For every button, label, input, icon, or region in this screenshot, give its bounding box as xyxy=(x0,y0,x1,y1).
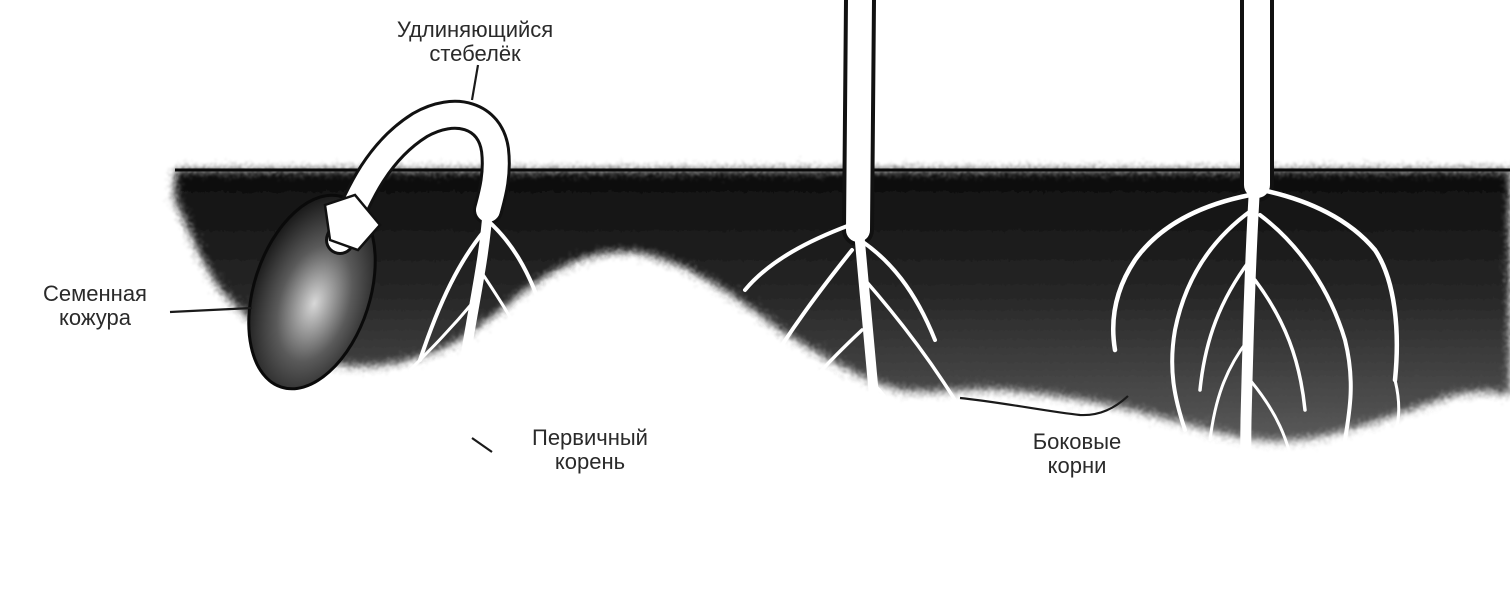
leader-stem xyxy=(472,65,478,100)
leader-primary-root xyxy=(472,438,492,452)
leader-seed-coat xyxy=(170,308,252,312)
label-elongating-stem: Удлиняющийся стебелёк xyxy=(340,18,610,66)
label-primary-root-line1: Первичный xyxy=(490,426,690,450)
label-primary-root-line2: корень xyxy=(490,450,690,474)
stem-2 xyxy=(858,0,860,230)
label-lateral-roots-line1: Боковые xyxy=(992,430,1162,454)
label-primary-root: Первичный корень xyxy=(490,426,690,474)
label-stem-line2: стебелёк xyxy=(340,42,610,66)
label-seed-coat-line1: Семенная xyxy=(10,282,180,306)
label-seed-coat: Семенная кожура xyxy=(10,282,180,330)
label-lateral-roots: Боковые корни xyxy=(992,430,1162,478)
label-stem-line1: Удлиняющийся xyxy=(340,18,610,42)
label-lateral-roots-line2: корни xyxy=(992,454,1162,478)
label-seed-coat-line2: кожура xyxy=(10,306,180,330)
